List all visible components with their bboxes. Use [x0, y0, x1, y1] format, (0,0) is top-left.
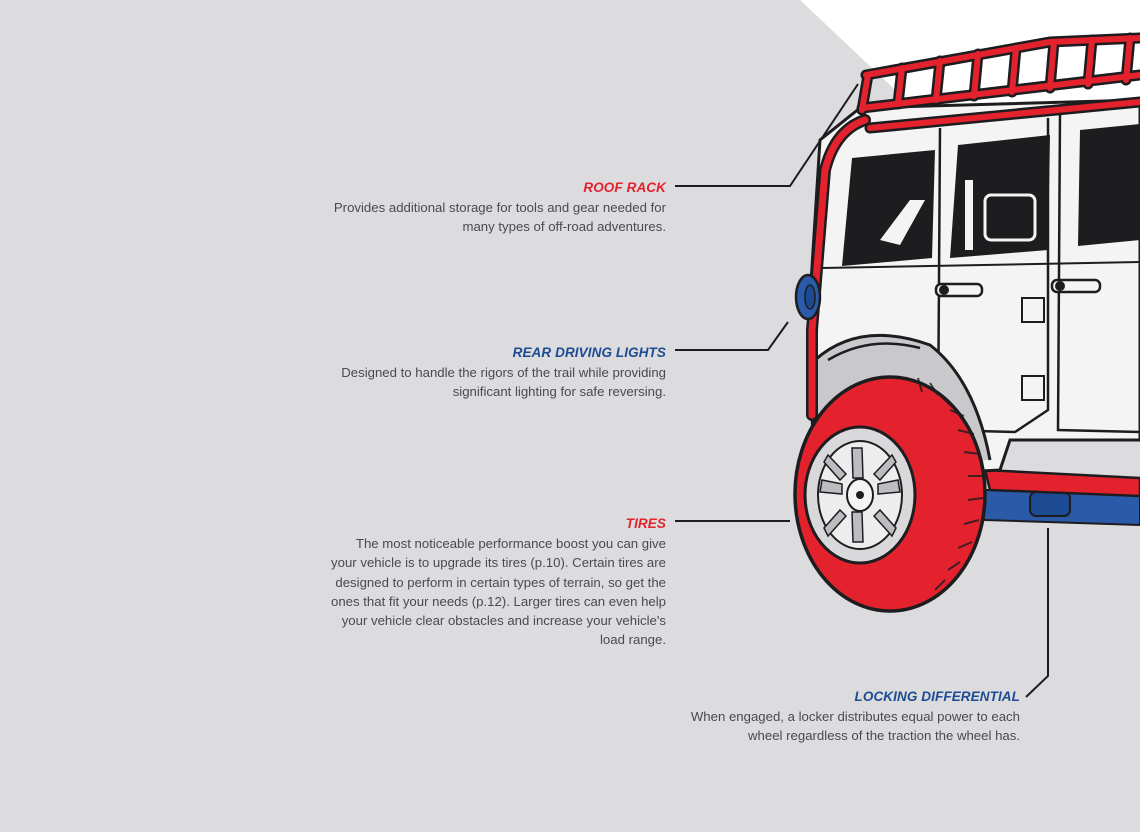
rear-lights-description: Designed to handle the rigors of the tra…: [341, 365, 666, 400]
leader-line-roof-rack: [675, 83, 859, 187]
callout-tires: TIRES The most noticeable performance bo…: [330, 516, 666, 650]
roof-rack-description: Provides additional storage for tools an…: [333, 200, 666, 235]
differential-description: When engaged, a locker distributes equal…: [690, 709, 1020, 744]
callout-roof-rack: ROOF RACK Provides additional storage fo…: [330, 180, 666, 237]
chassis: [957, 468, 1140, 527]
tires-title: TIRES: [625, 516, 666, 531]
door-hardware: [934, 278, 1102, 401]
roof-rack: [856, 32, 1140, 134]
leader-line-differential: [1025, 528, 1049, 698]
rear-lights-title: REAR DRIVING LIGHTS: [512, 345, 666, 360]
tires-description: The most noticeable performance boost yo…: [330, 536, 666, 648]
windows: [842, 124, 1140, 266]
differential-title: LOCKING DIFFERENTIAL: [854, 689, 1020, 704]
wheel-spokes: [819, 447, 901, 543]
callout-rear-driving-lights: REAR DRIVING LIGHTS Designed to handle t…: [330, 345, 666, 402]
roof-rack-title: ROOF RACK: [583, 180, 666, 195]
leader-lines: [675, 83, 1049, 698]
leader-line-rear-lights: [675, 321, 789, 351]
rear-driving-light: [794, 273, 822, 321]
tire: [793, 375, 987, 613]
callout-locking-differential: LOCKING DIFFERENTIAL When engaged, a loc…: [684, 689, 1020, 746]
